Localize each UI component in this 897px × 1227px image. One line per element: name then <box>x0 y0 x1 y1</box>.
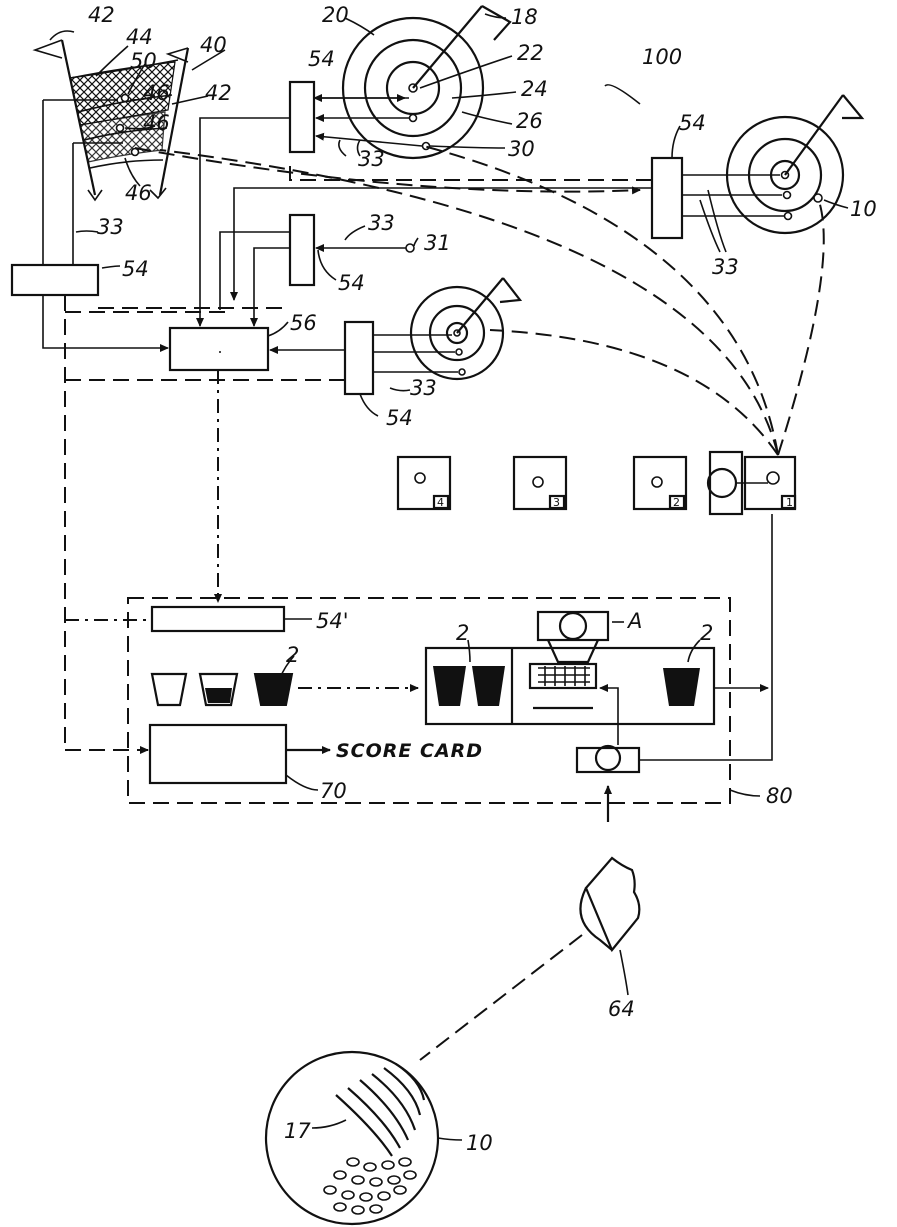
label-33-right: 33 <box>712 255 739 279</box>
label-46-b: 46 <box>143 111 170 135</box>
label-54-hole20: 54 <box>308 47 335 71</box>
label-50: 50 <box>130 49 157 73</box>
label-54-right: 54 <box>679 111 706 135</box>
label-100: 100 <box>642 45 682 69</box>
label-42-mid: 42 <box>205 81 232 105</box>
label-70: 70 <box>320 779 347 803</box>
score-card-caption: SCORE CARD <box>336 740 483 762</box>
label-2-cups: 2 <box>286 643 299 667</box>
label-33-31: 33 <box>368 211 395 235</box>
label-2-stack: 2 <box>456 621 469 645</box>
label-31: 31 <box>424 231 451 255</box>
tee-number-4: 4 <box>437 496 444 509</box>
label-18: 18 <box>511 5 538 29</box>
label-64: 64 <box>608 997 635 1021</box>
label-26: 26 <box>516 109 543 133</box>
label-10-top: 10 <box>850 197 877 221</box>
label-54-mid: 54 <box>386 406 413 430</box>
label-46-c: 46 <box>125 181 152 205</box>
label-33-mid: 33 <box>410 376 437 400</box>
label-2-output: 2 <box>700 621 713 645</box>
label-10-large: 10 <box>466 1131 493 1155</box>
label-56: 56 <box>290 311 317 335</box>
tee-number-2: 2 <box>673 496 680 509</box>
label-A: A <box>626 609 642 633</box>
label-80: 80 <box>766 784 793 808</box>
label-42-top: 42 <box>88 3 115 27</box>
label-30: 30 <box>508 137 535 161</box>
label-33-hole20: 33 <box>358 147 385 171</box>
label-46-a: 46 <box>143 81 170 105</box>
label-17: 17 <box>284 1119 311 1143</box>
label-22: 22 <box>517 41 544 65</box>
label-40: 40 <box>200 33 227 57</box>
label-54-prime: 54' <box>316 609 349 633</box>
tee-number-1: 1 <box>786 496 793 509</box>
label-54-31: 54 <box>338 271 365 295</box>
label-33-left: 33 <box>97 215 124 239</box>
label-54-left: 54 <box>122 257 149 281</box>
tee-number-3: 3 <box>553 496 560 509</box>
label-20: 20 <box>322 3 349 27</box>
label-24: 24 <box>521 77 548 101</box>
label-44: 44 <box>126 25 153 49</box>
